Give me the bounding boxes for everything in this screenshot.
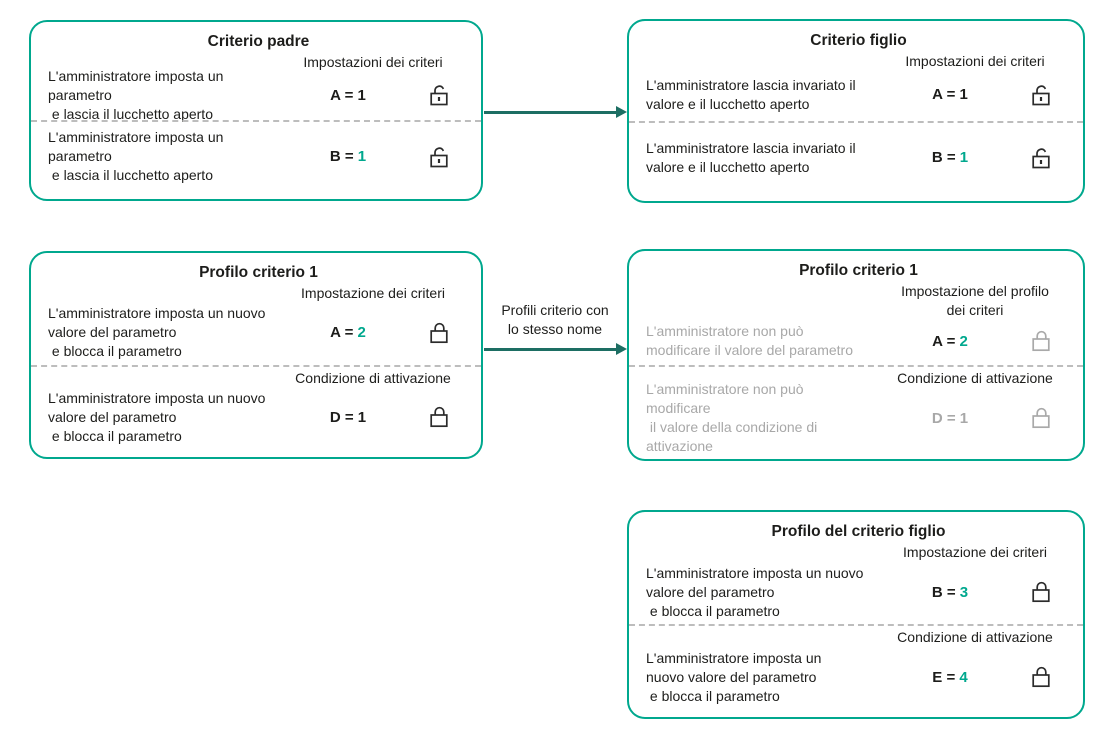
setting-description: L'amministratore lascia invariato il val… [646,76,856,112]
activation-condition-section: Condizione di attivazione L'amministrato… [48,369,469,448]
open-lock-icon [409,144,469,170]
setting-section: Impostazione dei criteri L'amministrator… [646,543,1071,622]
setting-section: Impostazione del profilo dei criteri L'a… [646,282,1071,363]
section-header: Impostazione dei criteri [301,285,445,301]
section-header: Impostazioni dei criteri [303,54,443,70]
box-title: Profilo criterio 1 [199,264,318,281]
section-divider [31,364,481,367]
box-profilo-criterio-1: Profilo criterio 1 Impostazione dei crit… [29,251,483,459]
closed-lock-icon [1011,664,1071,690]
arrow-line [484,348,618,351]
setting-value: B = 1 [931,149,969,167]
setting-section-b: L'amministratore lascia invariato il val… [646,125,1071,192]
setting-description: L'amministratore imposta un parametro e … [48,67,224,122]
setting-value: A = 2 [932,332,968,350]
setting-value: E = 4 [932,668,968,686]
box-criterio-figlio: Criterio figlio Impostazioni dei criteri… [627,19,1085,203]
setting-description: L'amministratore lascia invariato il val… [646,139,856,175]
section-header: Impostazione del profilo dei criteri [901,283,1049,318]
section-header: Condizione di attivazione [295,369,451,386]
box-title: Criterio figlio [810,32,907,49]
closed-lock-icon [409,404,469,430]
setting-section-a: Impostazioni dei criteri L'amministrator… [48,53,469,122]
arrow-label: Profili criterio con lo stesso nome [501,302,609,337]
box-criterio-padre: Criterio padre Impostazioni dei criteri … [29,20,483,201]
section-divider [629,364,1083,367]
arrow-line [484,111,618,114]
open-lock-icon [1011,145,1071,171]
setting-description: L'amministratore imposta un nuovo valore… [646,564,864,619]
setting-section: Impostazione dei criteri L'amministrator… [48,284,469,363]
setting-value: B = 1 [329,148,367,165]
setting-value: D = 1 [329,408,367,426]
box-title: Profilo criterio 1 [799,262,918,279]
setting-value: B = 3 [931,583,969,601]
open-lock-icon [1011,82,1071,108]
arrow-head-icon [616,343,627,355]
section-divider [629,120,1083,123]
box-profilo-del-criterio-figlio: Profilo del criterio figlio Impostazione… [627,510,1085,719]
section-header: Condizione di attivazione [897,629,1053,645]
closed-lock-icon [1011,405,1071,431]
setting-section-b: L'amministratore imposta un parametro e … [48,124,469,189]
setting-section-a: Impostazioni dei criteri L'amministrator… [646,52,1071,119]
closed-lock-icon [1011,579,1071,605]
section-divider [31,120,481,122]
setting-value: D = 1 [931,409,969,427]
setting-description-disabled: L'amministratore non può modificare il v… [646,381,818,455]
setting-value: A = 1 [330,86,366,104]
setting-description: L'amministratore imposta un nuovo valore… [48,389,266,444]
section-divider [629,624,1083,626]
open-lock-icon [409,82,469,108]
box-profilo-criterio-1-figlio: Profilo criterio 1 Impostazione del prof… [627,249,1085,461]
setting-description: L'amministratore imposta un nuovo valore… [646,649,822,704]
closed-lock-icon [1011,328,1071,354]
arrow-head-icon [616,106,627,118]
inheritance-arrow-middle [484,343,627,356]
activation-condition-section: Condizione di attivazione L'amministrato… [646,628,1071,707]
section-header: Impostazione dei criteri [903,544,1047,560]
section-header: Impostazioni dei criteri [905,53,1045,69]
box-title: Profilo del criterio figlio [771,523,946,540]
inheritance-arrow-top [484,106,627,119]
box-title: Criterio padre [207,33,310,50]
activation-condition-section: Condizione di attivazione L'amministrato… [646,369,1071,455]
closed-lock-icon [409,320,469,346]
setting-description: L'amministratore imposta un nuovo valore… [48,305,266,360]
setting-description-disabled: L'amministratore non può modificare il v… [646,323,853,359]
setting-value: A = 1 [932,86,968,104]
section-header: Condizione di attivazione [897,369,1053,386]
setting-description: L'amministratore imposta un parametro e … [48,129,224,183]
setting-value: A = 2 [330,324,366,342]
